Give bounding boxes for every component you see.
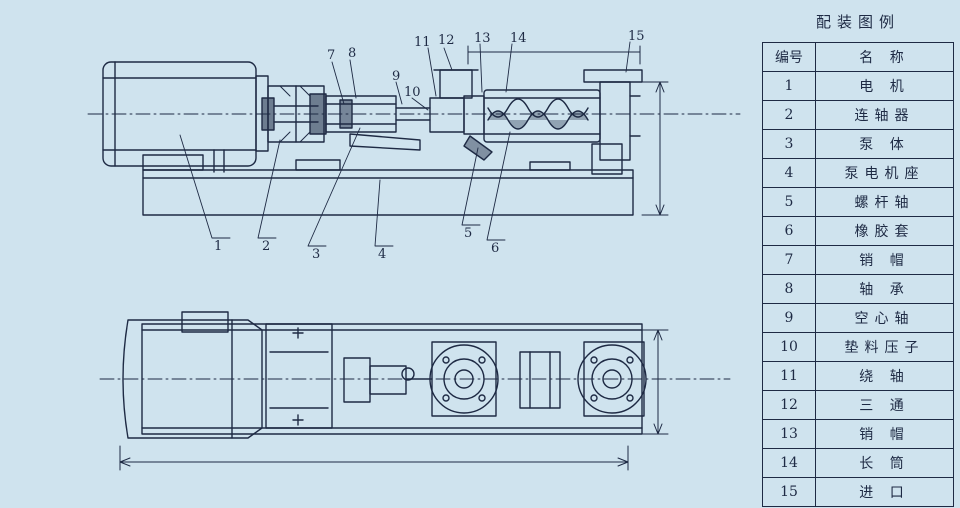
callout-11: 11 — [414, 35, 431, 50]
part-name: 橡胶套 — [815, 216, 954, 246]
part-number: 13 — [762, 419, 816, 449]
part-number: 5 — [762, 187, 816, 217]
part-number: 3 — [762, 129, 816, 159]
part-number: 7 — [762, 245, 816, 275]
part-number: 14 — [762, 448, 816, 478]
callout-9: 9 — [392, 69, 400, 84]
part-name: 螺杆轴 — [815, 187, 954, 217]
part-name: 长 筒 — [815, 448, 954, 478]
callout-1: 1 — [214, 239, 222, 254]
top-view — [99, 311, 731, 471]
tee-side — [429, 69, 493, 161]
part-number: 4 — [762, 158, 816, 188]
motor-side — [87, 61, 741, 173]
part-number: 9 — [762, 303, 816, 333]
callout-4: 4 — [378, 247, 386, 262]
coupling-side — [261, 85, 327, 143]
part-name: 泵 体 — [815, 129, 954, 159]
part-name: 销 帽 — [815, 245, 954, 275]
callout-2: 2 — [262, 239, 270, 254]
middle-bracket-top — [519, 351, 561, 409]
part-number: 1 — [762, 71, 816, 101]
parts-table-header: 编号 名 称 — [762, 42, 954, 72]
callout-labels: 1 2 3 4 5 6 7 8 9 10 11 12 13 14 15 — [214, 29, 645, 262]
part-number: 6 — [762, 216, 816, 246]
pump-body-flange-top — [429, 341, 499, 417]
callout-12: 12 — [438, 33, 455, 48]
inlet-end-side — [583, 69, 643, 175]
outlet-flange-top — [577, 341, 647, 417]
pump-assembly-drawing: 1 2 3 4 5 6 7 8 9 10 11 12 13 14 15 — [87, 29, 741, 471]
part-number: 8 — [762, 274, 816, 304]
callout-5: 5 — [464, 226, 472, 241]
callout-10: 10 — [404, 85, 421, 100]
header-name: 名 称 — [815, 42, 954, 72]
part-number: 15 — [762, 477, 816, 507]
bearing-housing-side — [325, 95, 431, 151]
callout-3: 3 — [312, 247, 320, 262]
part-name: 三 通 — [815, 390, 954, 420]
height-dimension — [641, 81, 669, 216]
bearing-top — [343, 357, 433, 403]
part-name: 进 口 — [815, 477, 954, 507]
callout-14: 14 — [510, 31, 527, 46]
stator-tube-side — [483, 89, 601, 143]
leader-lines — [179, 41, 631, 247]
part-name: 绕 轴 — [815, 361, 954, 391]
part-name: 轴 承 — [815, 274, 954, 304]
callout-7: 7 — [327, 48, 335, 63]
base-frame-side — [142, 159, 634, 216]
header-number: 编号 — [762, 42, 816, 72]
callout-13: 13 — [474, 31, 491, 46]
part-name: 电 机 — [815, 71, 954, 101]
callout-6: 6 — [491, 241, 499, 256]
part-name: 垫料压子 — [815, 332, 954, 362]
legend-title: 配装图例 — [815, 13, 900, 31]
plan-dimensions — [119, 329, 669, 471]
part-number: 12 — [762, 390, 816, 420]
coupling-top — [265, 323, 333, 429]
motor-top — [99, 311, 731, 439]
top-dimension — [467, 45, 641, 65]
side-view — [87, 41, 741, 247]
part-number: 10 — [762, 332, 816, 362]
base-frame-top — [141, 323, 643, 435]
part-number: 11 — [762, 361, 816, 391]
callout-8: 8 — [348, 46, 356, 61]
part-number: 2 — [762, 100, 816, 130]
part-name: 空心轴 — [815, 303, 954, 333]
part-name: 销 帽 — [815, 419, 954, 449]
part-name: 泵电机座 — [815, 158, 954, 188]
callout-15: 15 — [628, 29, 645, 44]
part-name: 连轴器 — [815, 100, 954, 130]
